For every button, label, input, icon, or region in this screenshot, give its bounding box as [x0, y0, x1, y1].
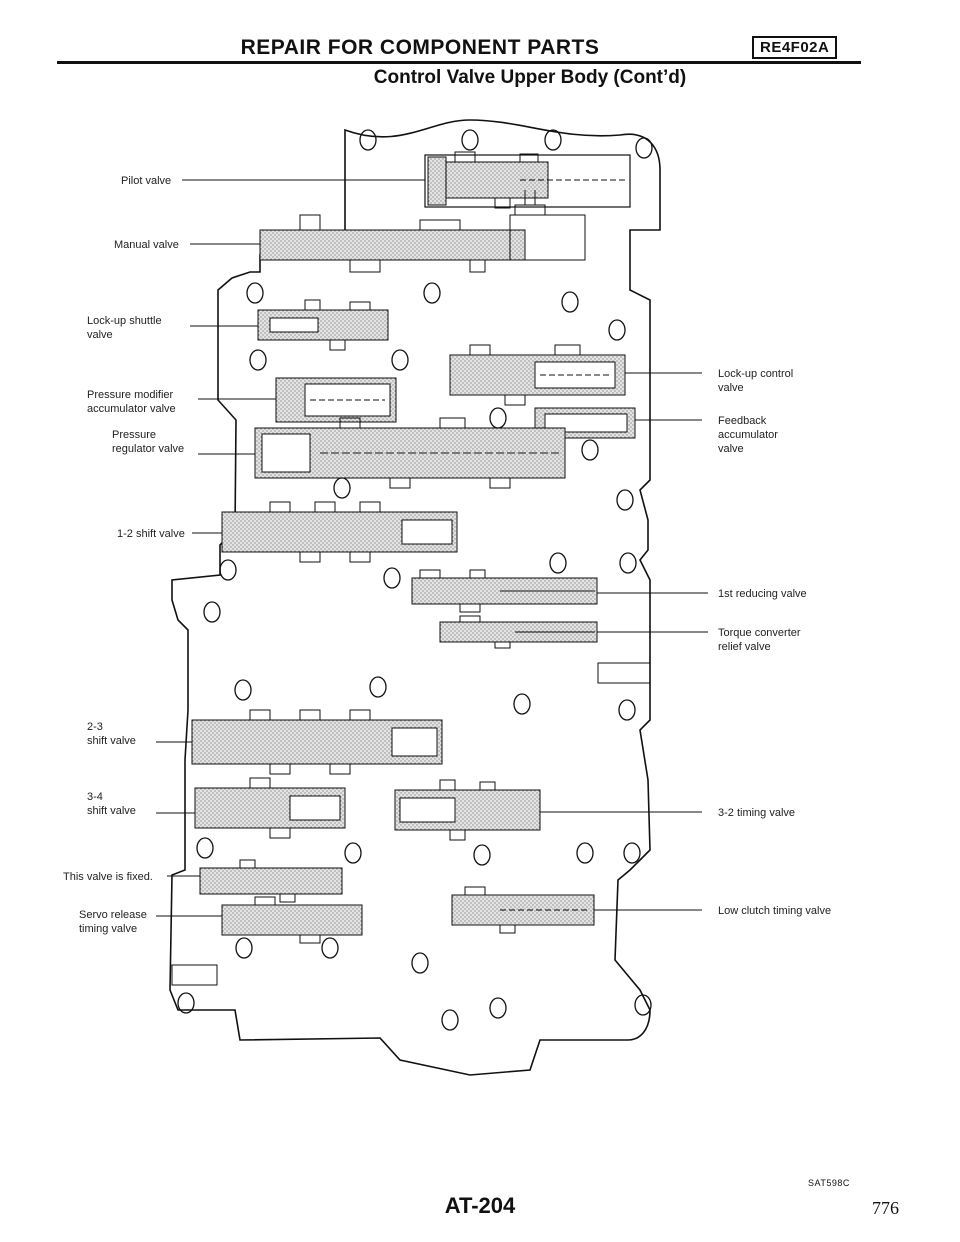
label-pressure-regulator-2: regulator valve [112, 443, 184, 455]
label-fixed-valve: This valve is fixed. [63, 871, 153, 883]
label-timing-3-2: 3-2 timing valve [718, 807, 795, 819]
pressure-regulator-valve [254, 417, 566, 489]
label-servo-release: Servo release [79, 909, 147, 921]
label-lockup-control-2: valve [718, 382, 744, 394]
page-subtitle: Control Valve Upper Body (Cont’d) [373, 67, 687, 88]
label-shift-1-2: 1-2 shift valve [117, 528, 185, 540]
label-lockup-shuttle-2: valve [87, 329, 113, 341]
page-id: AT-204 [444, 1193, 516, 1218]
label-pressure-regulator: Pressure [112, 429, 156, 441]
label-shift-2-3-2: shift valve [87, 735, 136, 747]
label-servo-release-2: timing valve [79, 923, 137, 935]
shift-valve-2-3 [191, 709, 443, 775]
manual-valve [259, 190, 586, 273]
label-pilot-valve: Pilot valve [121, 175, 171, 187]
label-first-reducing: 1st reducing valve [718, 588, 807, 600]
label-feedback-3: valve [718, 443, 744, 455]
label-shift-3-4: 3-4 [87, 791, 103, 803]
label-torque-converter-2: relief valve [718, 641, 771, 653]
leader-lines [156, 179, 425, 917]
label-lockup-shuttle: Lock-up shuttle [87, 315, 162, 327]
label-pressure-modifier: Pressure modifier [87, 389, 174, 401]
lower-left-recess [171, 964, 218, 986]
lockup-shuttle-valve [257, 299, 389, 351]
label-manual-valve: Manual valve [114, 239, 179, 251]
shift-valve-1-2 [221, 501, 458, 563]
label-torque-converter: Torque converter [718, 627, 801, 639]
figure-reference-code: SAT598C [808, 1178, 850, 1188]
bolt-holes [177, 129, 653, 1031]
servo-release-timing-valve [221, 896, 363, 944]
label-low-clutch: Low clutch timing valve [718, 905, 831, 917]
header-rule [57, 61, 861, 64]
label-pressure-modifier-2: accumulator valve [87, 403, 176, 415]
valve-body-outline [169, 119, 661, 1076]
label-feedback: Feedback [718, 415, 767, 427]
label-lockup-control: Lock-up control [718, 368, 793, 380]
first-reducing-valve [411, 569, 708, 613]
pilot-valve [424, 151, 631, 209]
label-shift-3-4-2: shift valve [87, 805, 136, 817]
low-clutch-timing-valve [451, 886, 702, 934]
label-shift-2-3: 2-3 [87, 721, 103, 733]
model-badge: RE4F02A [752, 36, 838, 59]
shift-valve-3-4 [194, 777, 346, 839]
label-feedback-2: accumulator [718, 429, 778, 441]
page-number: 776 [872, 1198, 899, 1218]
lockup-control-valve [449, 344, 702, 406]
fixed-valve [199, 859, 343, 903]
right-recess [597, 662, 651, 684]
timing-valve-3-2 [394, 779, 702, 841]
pressure-modifier-valve [275, 377, 397, 423]
section-title: REPAIR FOR COMPONENT PARTS [240, 36, 600, 59]
torque-converter-relief-valve [439, 615, 708, 649]
